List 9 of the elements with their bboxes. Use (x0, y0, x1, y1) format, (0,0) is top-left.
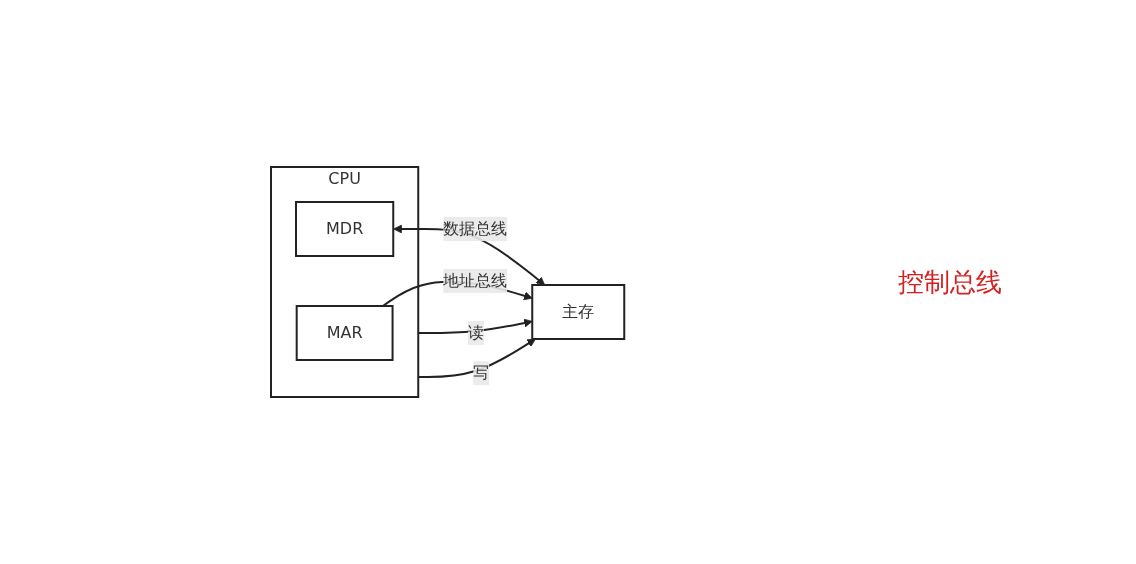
handwritten-note: 控制总线 (898, 265, 1003, 299)
node-box: MDR (295, 201, 395, 257)
edge-label: 地址总线 (443, 271, 508, 290)
node-box: MAR (296, 305, 394, 361)
edge-label: 写 (473, 363, 490, 383)
edge-label: 数据总线 (443, 219, 508, 238)
arrow (417, 338, 537, 378)
node-box: 主存 (531, 284, 626, 340)
edge-label: 读 (468, 322, 485, 342)
